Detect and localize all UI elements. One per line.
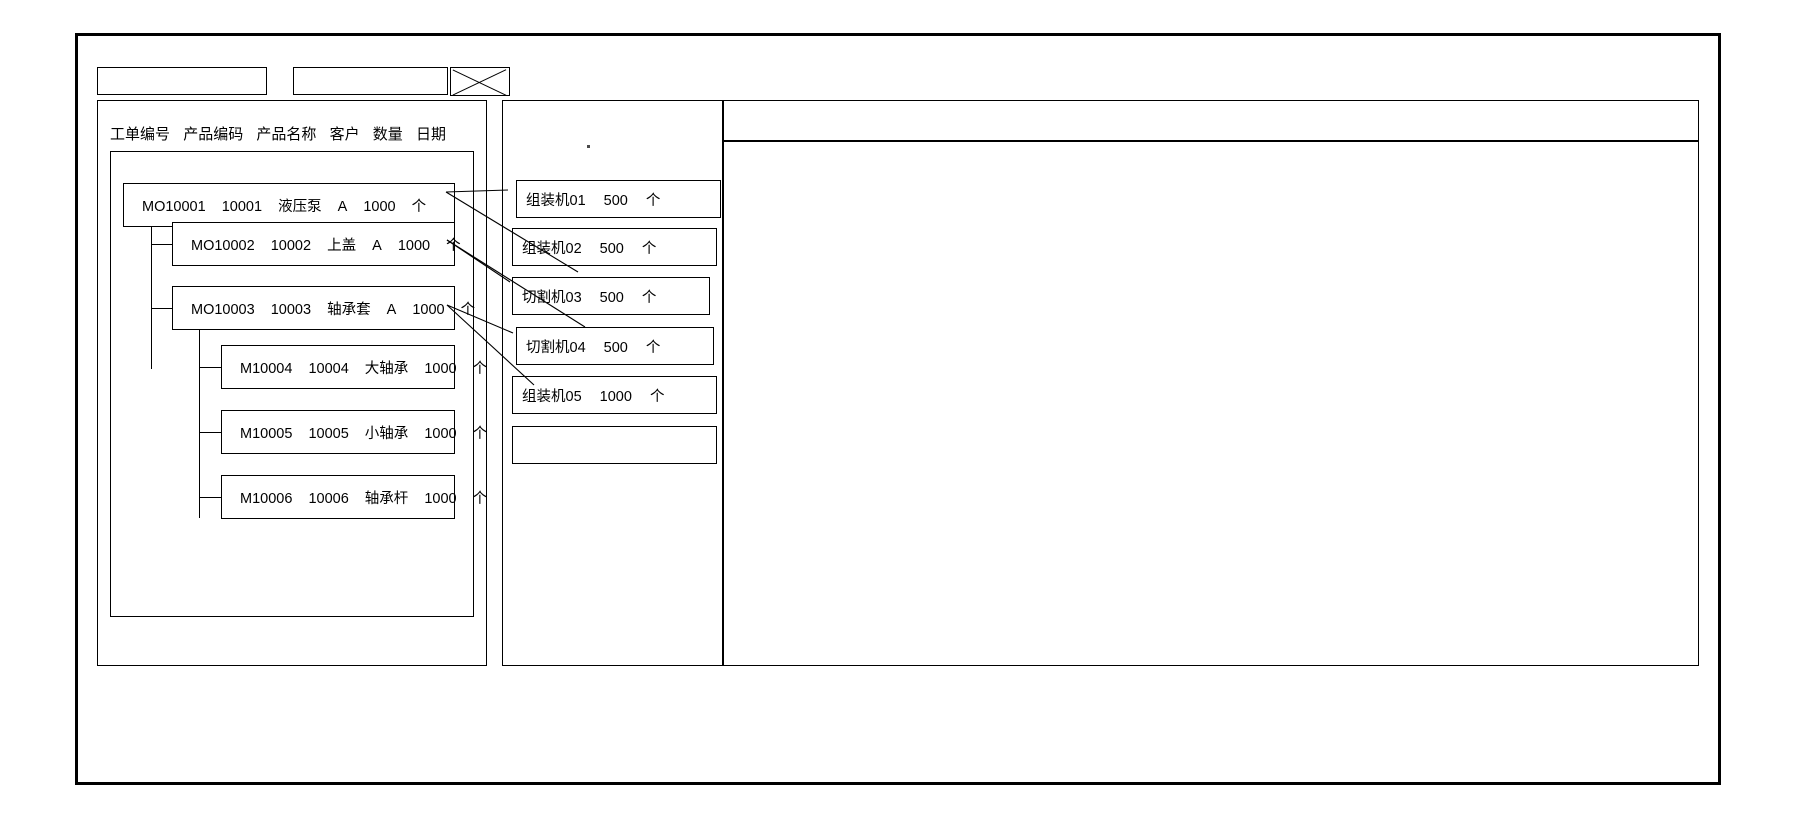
tree-node-row[interactable]: M10004 10004 大轴承 1000 个 bbox=[221, 345, 487, 389]
machine-unit: 个 bbox=[641, 289, 657, 306]
machine-name: 组装机05 bbox=[522, 388, 582, 405]
node-quantity: 1000 bbox=[363, 198, 396, 215]
column-header-date: 日期 bbox=[415, 126, 446, 143]
tree-node-row[interactable]: MO10003 10003 轴承套 A 1000 个 bbox=[172, 286, 475, 330]
machine-card[interactable]: 切割机04 500 个 bbox=[516, 327, 714, 365]
toolbar-field-1[interactable] bbox=[97, 67, 267, 95]
node-product-code: 10001 bbox=[221, 198, 263, 215]
column-header-row: 工单编号 产品编码 产品名称 客户 数量 日期 bbox=[110, 123, 455, 144]
column-header-product-name: 产品名称 bbox=[256, 126, 317, 143]
toolbar-field-2[interactable] bbox=[293, 67, 448, 95]
machine-card-empty[interactable] bbox=[512, 426, 717, 464]
node-product-code: 10002 bbox=[270, 237, 312, 254]
node-product-name: 轴承杆 bbox=[364, 490, 409, 507]
machine-card[interactable]: 组装机01 500 个 bbox=[516, 180, 721, 218]
node-product-name: 大轴承 bbox=[364, 360, 409, 377]
tree-node-row[interactable]: MO10001 10001 液压泵 A 1000 个 bbox=[123, 183, 455, 227]
tree-elbow-4 bbox=[199, 432, 221, 434]
tree-node-row[interactable]: MO10002 10002 上盖 A 1000 个 bbox=[172, 222, 461, 266]
machine-quantity: 500 bbox=[599, 240, 624, 257]
image-placeholder-icon[interactable] bbox=[450, 67, 510, 96]
detail-panel bbox=[723, 100, 1699, 666]
machine-unit: 个 bbox=[649, 388, 665, 405]
machine-quantity: 500 bbox=[603, 339, 628, 356]
detail-header-divider bbox=[724, 140, 1698, 142]
panel-marker-dot bbox=[587, 145, 590, 148]
tree-trunk-child bbox=[199, 326, 201, 518]
machine-unit: 个 bbox=[645, 339, 661, 356]
machine-card[interactable]: 组装机02 500 个 bbox=[512, 228, 717, 266]
node-order-no: MO10003 bbox=[191, 301, 255, 318]
node-order-no: M10004 bbox=[240, 360, 293, 377]
node-unit: 个 bbox=[460, 301, 476, 318]
tree-container: MO10001 10001 液压泵 A 1000 个 MO10002 10002… bbox=[110, 151, 487, 617]
node-product-code: 10003 bbox=[270, 301, 312, 318]
machine-card[interactable]: 组装机05 1000 个 bbox=[512, 376, 717, 414]
tree-elbow-2 bbox=[151, 308, 173, 310]
node-quantity: 1000 bbox=[424, 490, 457, 507]
tree-elbow-5 bbox=[199, 497, 221, 499]
machine-name: 组装机02 bbox=[522, 240, 582, 257]
node-product-name: 小轴承 bbox=[364, 425, 409, 442]
tree-elbow-3 bbox=[199, 367, 221, 369]
tree-node-row[interactable]: M10005 10005 小轴承 1000 个 bbox=[221, 410, 487, 454]
node-customer: A bbox=[372, 237, 382, 254]
tree-node-row[interactable]: M10006 10006 轴承杆 1000 个 bbox=[221, 475, 487, 519]
node-unit: 个 bbox=[472, 425, 488, 442]
node-quantity: 1000 bbox=[424, 425, 457, 442]
node-order-no: MO10001 bbox=[142, 198, 206, 215]
node-quantity: 1000 bbox=[424, 360, 457, 377]
column-header-customer: 客户 bbox=[329, 126, 360, 143]
node-customer: A bbox=[386, 301, 397, 318]
tree-elbow-1 bbox=[151, 244, 173, 246]
machine-name: 切割机03 bbox=[522, 289, 582, 306]
node-quantity: 1000 bbox=[397, 237, 431, 254]
machine-assignment-panel: 组装机01 500 个 组装机02 500 个 切割机03 500 个 bbox=[502, 100, 723, 666]
node-product-name: 轴承套 bbox=[327, 301, 371, 318]
machine-name: 组装机01 bbox=[526, 192, 586, 209]
machine-unit: 个 bbox=[645, 192, 661, 209]
column-header-quantity: 数量 bbox=[372, 126, 403, 143]
node-unit: 个 bbox=[446, 237, 461, 254]
machine-quantity: 500 bbox=[603, 192, 628, 209]
node-quantity: 1000 bbox=[412, 301, 445, 318]
node-order-no: M10006 bbox=[240, 490, 293, 507]
node-customer: A bbox=[337, 198, 348, 215]
node-order-no: M10005 bbox=[240, 425, 293, 442]
machine-quantity: 1000 bbox=[599, 388, 632, 405]
node-product-code: 10006 bbox=[308, 490, 349, 507]
work-order-tree-panel: 工单编号 产品编码 产品名称 客户 数量 日期 MO100 bbox=[97, 100, 487, 666]
window-frame: 工单编号 产品编码 产品名称 客户 数量 日期 MO100 bbox=[75, 33, 1721, 785]
column-header-product-code: 产品编码 bbox=[183, 126, 244, 143]
tree-trunk-root bbox=[151, 205, 153, 369]
node-unit: 个 bbox=[472, 490, 488, 507]
node-product-name: 液压泵 bbox=[278, 198, 322, 215]
node-unit: 个 bbox=[411, 198, 427, 215]
node-unit: 个 bbox=[472, 360, 488, 377]
machine-card[interactable]: 切割机03 500 个 bbox=[512, 277, 710, 315]
column-header-order-no: 工单编号 bbox=[110, 126, 171, 143]
machine-name: 切割机04 bbox=[526, 339, 586, 356]
node-order-no: MO10002 bbox=[191, 237, 255, 254]
machine-quantity: 500 bbox=[599, 289, 624, 306]
node-product-code: 10005 bbox=[308, 425, 349, 442]
node-product-name: 上盖 bbox=[327, 237, 357, 254]
node-product-code: 10004 bbox=[308, 360, 349, 377]
machine-unit: 个 bbox=[641, 240, 657, 257]
